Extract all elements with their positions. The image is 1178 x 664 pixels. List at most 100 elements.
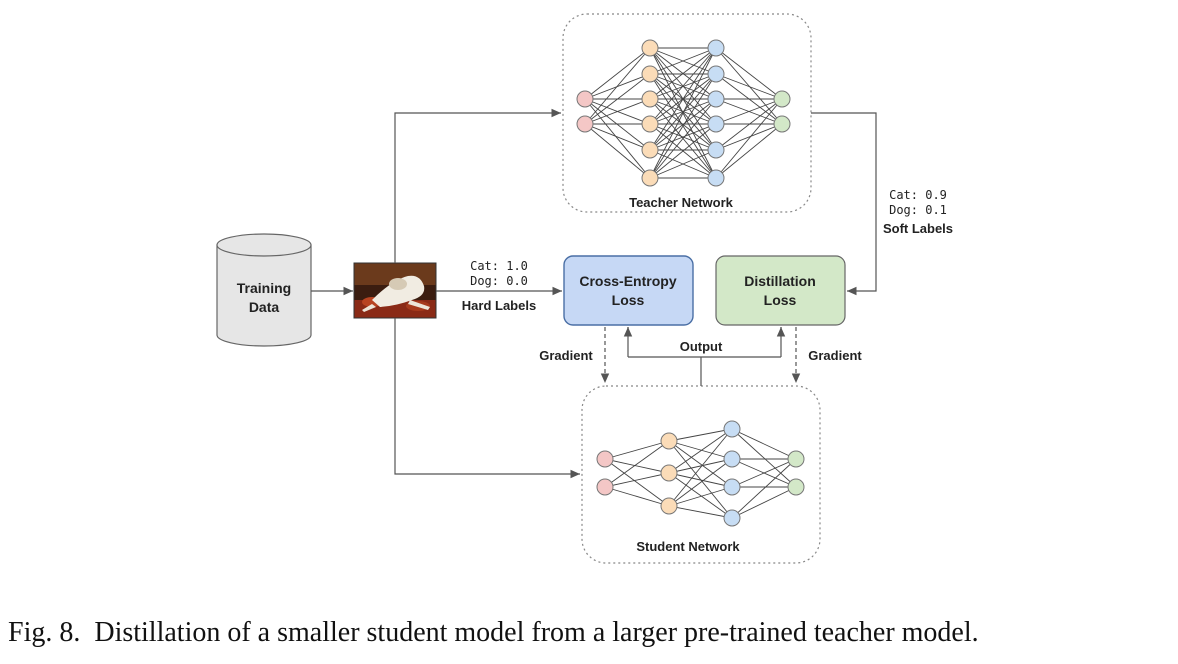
cross-entropy-label-line1: Cross-Entropy: [579, 273, 676, 289]
teacher-node: [707, 65, 725, 83]
teacher-edge: [715, 98, 783, 151]
student-edge: [604, 440, 670, 488]
teacher-edge: [715, 47, 783, 100]
teacher-edge: [715, 47, 783, 125]
student-node: [723, 450, 741, 468]
student-network-label: Student Network: [636, 539, 740, 554]
teacher-edge: [715, 98, 783, 179]
student-edge: [604, 486, 670, 507]
student-network-nodes: [596, 420, 805, 527]
student-node: [787, 450, 805, 468]
student-edge: [731, 458, 797, 519]
hard-label-dog: Dog: 0.0: [470, 274, 528, 288]
teacher-edge: [649, 123, 717, 151]
student-edge: [668, 428, 733, 507]
student-node: [723, 509, 741, 527]
student-node: [596, 450, 614, 468]
arrow-teacher-to-distillation: [811, 112, 877, 296]
teacher-edge: [715, 123, 783, 151]
student-edge: [604, 440, 670, 460]
teacher-network-box: [562, 13, 812, 213]
hard-labels-title: Hard Labels: [462, 298, 536, 313]
teacher-network-label: Teacher Network: [629, 195, 734, 210]
student-edge: [668, 472, 733, 519]
student-node: [596, 478, 614, 496]
teacher-edge: [649, 98, 717, 151]
training-image-thumbnail: [353, 262, 437, 319]
student-edge: [668, 505, 733, 519]
teacher-edge: [649, 47, 717, 125]
teacher-edge: [715, 123, 783, 179]
student-node: [723, 478, 741, 496]
teacher-edge: [584, 73, 651, 125]
teacher-edge: [584, 47, 651, 100]
student-node: [660, 464, 678, 482]
training-data-label-line2: Data: [249, 299, 280, 315]
teacher-edge: [649, 47, 717, 151]
student-edge: [731, 428, 797, 460]
distillation-label-line2: Loss: [764, 292, 797, 308]
figure-caption: Fig. 8. Distillation of a smaller studen…: [8, 617, 979, 648]
student-edge: [668, 428, 733, 474]
teacher-node: [641, 39, 659, 57]
teacher-node: [773, 115, 791, 133]
teacher-network-nodes: [576, 39, 791, 187]
student-edge: [668, 428, 733, 442]
teacher-node: [707, 115, 725, 133]
teacher-edge: [649, 149, 717, 179]
teacher-edge: [649, 73, 717, 151]
teacher-node: [641, 65, 659, 83]
student-edge: [668, 440, 733, 460]
teacher-edge: [584, 98, 651, 151]
cross-entropy-label-line2: Loss: [612, 292, 645, 308]
student-edge: [604, 472, 670, 488]
student-node: [660, 497, 678, 515]
distillation-loss-box: Distillation Loss: [715, 255, 846, 326]
student-edge: [668, 440, 733, 488]
student-edge: [731, 428, 797, 488]
student-edge: [668, 486, 733, 507]
teacher-edge: [715, 98, 783, 125]
teacher-node: [707, 39, 725, 57]
arrow-image-to-teacher: [394, 108, 561, 263]
connectors: [311, 108, 877, 479]
student-edge: [668, 458, 733, 507]
student-edge: [604, 458, 670, 474]
teacher-edge: [584, 47, 651, 125]
student-node: [787, 478, 805, 496]
soft-label-cat: Cat: 0.9: [889, 188, 947, 202]
gradient-label-right: Gradient: [808, 348, 862, 363]
output-label: Output: [680, 339, 723, 354]
gradient-label-left: Gradient: [539, 348, 593, 363]
soft-label-dog: Dog: 0.1: [889, 203, 947, 217]
teacher-edge: [584, 98, 651, 179]
soft-labels-title: Soft Labels: [883, 221, 953, 236]
student-network-edges: [604, 428, 797, 519]
teacher-node: [641, 115, 659, 133]
teacher-edge: [584, 98, 651, 125]
teacher-edge: [584, 123, 651, 151]
teacher-edge: [649, 47, 717, 179]
training-data-cylinder: Training Data: [216, 233, 312, 347]
teacher-node: [641, 169, 659, 187]
arrow-image-to-student: [394, 318, 580, 479]
teacher-node: [641, 141, 659, 159]
teacher-node: [641, 90, 659, 108]
teacher-node: [707, 169, 725, 187]
student-edge: [731, 486, 797, 519]
teacher-network-edges: [584, 47, 783, 179]
teacher-node: [707, 90, 725, 108]
teacher-node: [576, 115, 594, 133]
teacher-edge: [649, 123, 717, 179]
teacher-node: [576, 90, 594, 108]
cross-entropy-loss-box: Cross-Entropy Loss: [563, 255, 694, 326]
student-network-box: [581, 385, 821, 564]
training-data-label-line1: Training: [237, 280, 291, 296]
hard-label-cat: Cat: 1.0: [470, 259, 528, 273]
student-edge: [731, 458, 797, 488]
student-node: [723, 420, 741, 438]
teacher-edge: [649, 73, 717, 179]
distillation-label-line1: Distillation: [744, 273, 816, 289]
student-node: [660, 432, 678, 450]
